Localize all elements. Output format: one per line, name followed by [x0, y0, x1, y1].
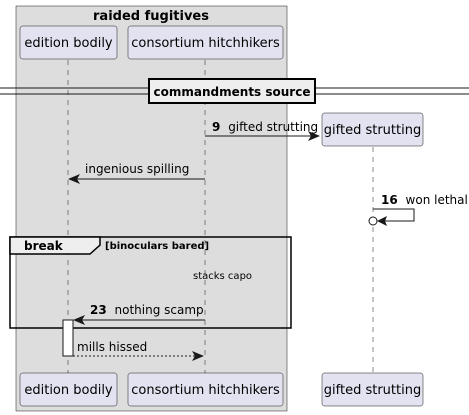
message-23[interactable]: 23 nothing scamp [73, 303, 205, 325]
participant-consortium-top[interactable]: consortium hitchhikers [127, 25, 284, 60]
message-9-number: 9 [212, 120, 220, 134]
svg-text:23 nothing scamp: 23 nothing scamp [90, 303, 204, 317]
message-mills-label: mills hissed [77, 340, 147, 354]
svg-text:9 gifted strutting: 9 gifted strutting [212, 120, 318, 134]
svg-text:16 won lethal: 16 won lethal [381, 193, 468, 207]
message-16-number: 16 [381, 193, 398, 207]
participant-edition-top[interactable]: edition bodily [19, 25, 118, 60]
divider-label: commandments source [154, 85, 311, 99]
participant-gifted-bottom[interactable]: gifted strutting [321, 372, 424, 407]
svg-text:edition bodily: edition bodily [24, 383, 113, 398]
fragment-condition: [binoculars bared] [105, 241, 209, 252]
svg-text:consortium hitchhikers: consortium hitchhikers [131, 36, 280, 51]
fragment-keyword: break [24, 239, 64, 253]
message-9[interactable]: 9 gifted strutting [205, 120, 320, 141]
message-16-label: won lethal [406, 193, 468, 207]
participant-group-box [15, 5, 288, 412]
message-23-label: nothing scamp [115, 303, 204, 317]
activation-bar [62, 319, 74, 357]
break-fragment: break [binoculars bared] [9, 236, 292, 329]
message-ingenious-label: ingenious spilling [85, 162, 189, 176]
message-23-number: 23 [90, 303, 107, 317]
group-title: raided fugitives [93, 9, 209, 24]
svg-text:edition bodily: edition bodily [24, 36, 113, 51]
svg-text:gifted strutting: gifted strutting [324, 123, 421, 138]
message-mills-hissed[interactable]: mills hissed [73, 340, 204, 361]
participant-gifted-top[interactable]: gifted strutting [321, 112, 424, 147]
note-stacks-capo: stacks capo [193, 271, 252, 282]
message-ingenious-spilling[interactable]: ingenious spilling [68, 162, 205, 184]
message-9-label: gifted strutting [228, 120, 318, 134]
svg-text:gifted strutting: gifted strutting [324, 383, 421, 398]
participant-consortium-bottom[interactable]: consortium hitchhikers [127, 372, 284, 407]
svg-text:consortium hitchhikers: consortium hitchhikers [131, 383, 280, 398]
divider: commandments source [0, 78, 469, 104]
participant-edition-bottom[interactable]: edition bodily [19, 372, 118, 407]
message-16[interactable]: 16 won lethal [368, 193, 468, 226]
